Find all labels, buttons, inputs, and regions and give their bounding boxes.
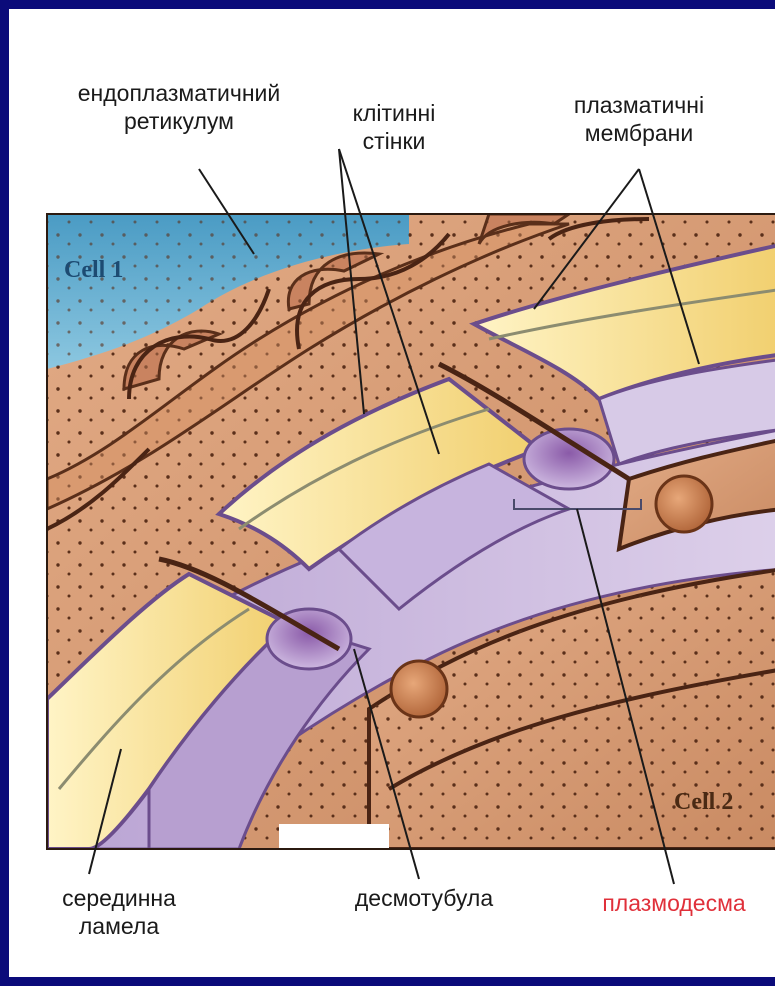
- cell-walls-label: клітинні стінки: [319, 99, 469, 155]
- cell1-label: Cell 1: [64, 257, 123, 283]
- plasmodesma-diagram: Cell 1 Cell 2: [9, 9, 775, 986]
- plasmodesma-label: плазмодесма: [569, 889, 775, 917]
- plasma-membranes-label: плазматичні мембрани: [534, 91, 744, 147]
- er-label: ендоплазматичний ретикулум: [34, 79, 324, 135]
- cell2-label: Cell 2: [674, 789, 733, 815]
- plasmodesma-pore-lower: [267, 609, 351, 669]
- vesicle-lower: [391, 661, 447, 717]
- vesicle-upper: [656, 476, 712, 532]
- middle-lamella-label: серединна ламела: [34, 884, 204, 940]
- desmotubule-label: десмотубула: [309, 884, 539, 912]
